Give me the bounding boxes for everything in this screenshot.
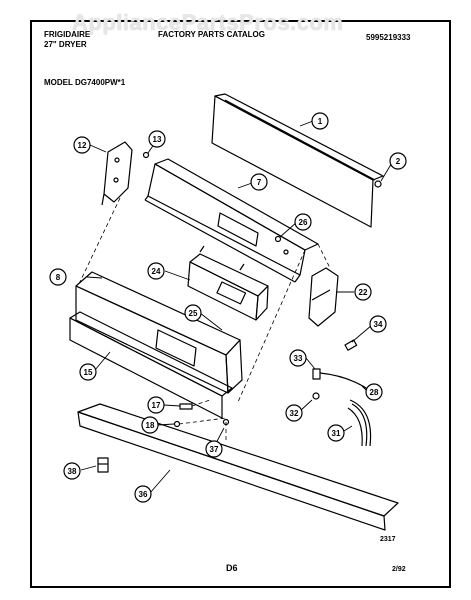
callout-24: 24	[147, 262, 165, 280]
callout-2: 2	[389, 152, 407, 170]
svg-text:2: 2	[396, 157, 401, 166]
callout-34: 34	[369, 315, 387, 333]
callout-7: 7	[250, 173, 268, 191]
part-24-control-module	[187, 245, 269, 321]
catalog-title: FACTORY PARTS CATALOG	[158, 30, 265, 39]
callout-31: 31	[327, 424, 345, 442]
svg-text:38: 38	[68, 467, 77, 476]
svg-text:31: 31	[332, 429, 341, 438]
callout-1: 1	[311, 112, 329, 130]
svg-text:1: 1	[318, 117, 323, 126]
callout-15: 15	[79, 363, 97, 381]
callout-37: 37	[205, 440, 223, 458]
part-7-panel-top	[144, 158, 319, 283]
svg-text:34: 34	[374, 320, 383, 329]
svg-text:22: 22	[359, 288, 368, 297]
svg-text:26: 26	[299, 218, 308, 227]
svg-text:25: 25	[189, 309, 198, 318]
part-32-screw	[312, 392, 320, 400]
svg-text:24: 24	[152, 267, 161, 276]
model-label: MODEL DG7400PW*1	[44, 78, 126, 87]
part-2-screw	[374, 180, 382, 188]
svg-text:13: 13	[153, 135, 162, 144]
callout-18: 18	[141, 416, 159, 434]
part-36-top	[77, 403, 399, 531]
part-13-screw	[142, 151, 150, 159]
watermark: AppliancePartsPros.com	[72, 10, 344, 35]
callout-25: 25	[184, 304, 202, 322]
callout-13: 13	[148, 130, 166, 148]
part-33-switch	[312, 368, 321, 380]
callout-36: 36	[134, 485, 152, 503]
part-34-lamp	[344, 339, 358, 351]
part-15-trim	[69, 311, 233, 419]
svg-text:32: 32	[290, 409, 299, 418]
part-8-console	[75, 271, 243, 394]
part-28-harness	[319, 372, 373, 393]
part-12-left-bracket	[101, 141, 133, 206]
part-17-clip	[179, 403, 193, 410]
svg-text:18: 18	[146, 421, 155, 430]
part-26-screw	[274, 235, 289, 255]
callout-28: 28	[365, 383, 383, 401]
svg-text:36: 36	[139, 490, 148, 499]
part-22-right-bracket	[308, 267, 339, 327]
part-38-foot	[97, 457, 109, 473]
callout-33: 33	[289, 349, 307, 367]
svg-text:15: 15	[84, 368, 93, 377]
svg-text:7: 7	[257, 178, 262, 187]
page-label: D6	[226, 563, 238, 573]
part-1-rear-panel	[211, 93, 384, 228]
svg-text:37: 37	[210, 445, 219, 454]
callout-17: 17	[147, 396, 165, 414]
callout-26: 26	[294, 213, 312, 231]
brand-label: FRIGIDAIRE	[44, 30, 91, 39]
callout-12: 12	[73, 136, 91, 154]
svg-text:8: 8	[56, 273, 61, 282]
product-label: 27" DRYER	[44, 40, 87, 49]
svg-text:28: 28	[370, 388, 379, 397]
svg-text:33: 33	[294, 354, 303, 363]
callout-8: 8	[49, 268, 67, 286]
svg-text:12: 12	[78, 141, 87, 150]
part-31-wires	[347, 399, 372, 447]
date-label: 2/92	[392, 566, 406, 573]
figure-code: 2317	[380, 536, 396, 543]
callout-22: 22	[354, 283, 372, 301]
callout-32: 32	[285, 404, 303, 422]
part-18-screw	[173, 420, 181, 428]
catalog-number: 5995219333	[366, 33, 411, 42]
callout-38: 38	[63, 462, 81, 480]
svg-text:17: 17	[152, 401, 161, 410]
